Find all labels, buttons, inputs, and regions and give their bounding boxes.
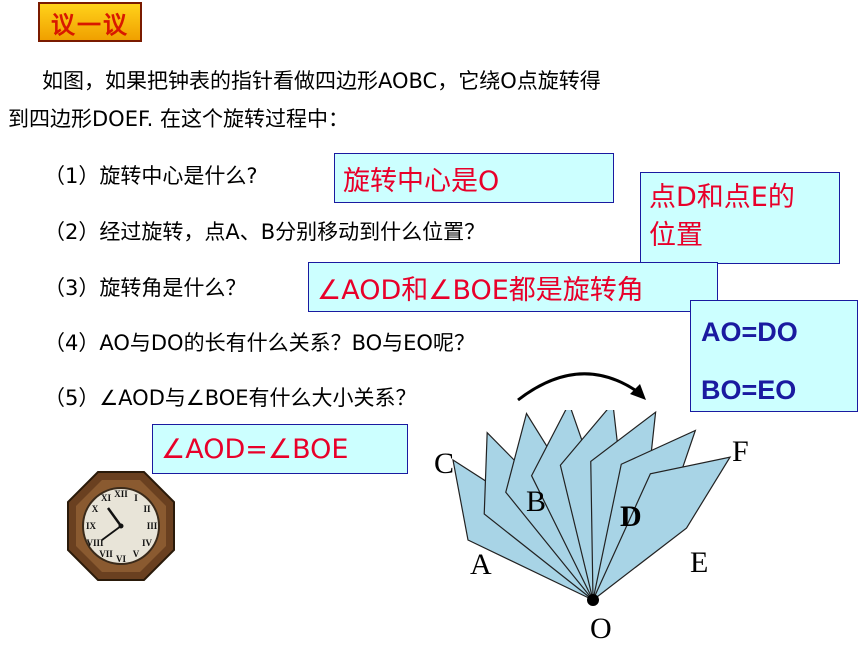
answer-3-text: ∠AOD和∠BOE都是旋转角 bbox=[317, 274, 644, 306]
label-f: F bbox=[732, 435, 749, 468]
question-2: （2）经过旋转，点A、B分别移动到什么位置？ bbox=[44, 220, 486, 244]
answer-5-box: ∠AOD=∠BOE bbox=[152, 424, 408, 474]
answer-4-box: AO=DO BO=EO bbox=[690, 300, 858, 412]
svg-text:VIII: VIII bbox=[86, 538, 104, 548]
answer-3-box: ∠AOD和∠BOE都是旋转角 bbox=[308, 262, 718, 312]
section-title: 议一议 bbox=[38, 2, 142, 42]
question-3: （3）旋转角是什么？ bbox=[44, 276, 247, 300]
svg-text:I: I bbox=[134, 493, 138, 503]
label-e: E bbox=[690, 546, 709, 579]
answer-1-box: 旋转中心是O bbox=[334, 153, 614, 203]
answer-2-box: 点D和点E的 位置 bbox=[640, 172, 840, 264]
center-point-o bbox=[587, 594, 599, 606]
fan-quadrilateral bbox=[592, 456, 732, 601]
svg-text:V: V bbox=[133, 549, 140, 559]
svg-text:XII: XII bbox=[114, 489, 128, 499]
label-b: B bbox=[526, 485, 547, 518]
intro-line-1: 如图，如果把钟表的指针看做四边形AOBC，它绕O点旋转得 bbox=[42, 69, 601, 93]
clock-icon: XII I II III IV V VI VII VIII IX X XI bbox=[67, 471, 175, 581]
svg-text:VII: VII bbox=[99, 549, 113, 559]
answer-4-line-2: BO=EO bbox=[701, 375, 797, 405]
label-a: A bbox=[470, 548, 492, 581]
question-4: （4）AO与DO的长有什么关系？BO与EO呢？ bbox=[44, 331, 475, 355]
question-1: （1）旋转中心是什么? bbox=[44, 164, 258, 188]
label-o: O bbox=[590, 612, 612, 645]
answer-2-line-2: 位置 bbox=[649, 220, 703, 251]
svg-text:X: X bbox=[92, 504, 99, 514]
rotation-arrow-icon bbox=[517, 372, 646, 402]
answer-5-text: ∠AOD=∠BOE bbox=[161, 433, 349, 465]
svg-text:IV: IV bbox=[142, 538, 153, 548]
label-c: C bbox=[434, 447, 455, 480]
answer-2-line-1: 点D和点E的 bbox=[649, 182, 795, 213]
intro-paragraph: 如图，如果把钟表的指针看做四边形AOBC，它绕O点旋转得 到四边形DOEF. 在… bbox=[8, 62, 828, 138]
svg-text:III: III bbox=[147, 521, 158, 531]
svg-text:XI: XI bbox=[101, 493, 111, 503]
intro-line-2: 到四边形DOEF. 在这个旋转过程中： bbox=[8, 107, 350, 131]
svg-text:VI: VI bbox=[116, 554, 126, 564]
answer-4-line-1: AO=DO bbox=[701, 317, 798, 347]
rotation-fan-diagram bbox=[452, 410, 732, 606]
question-5: （5）∠AOD与∠BOE有什么大小关系？ bbox=[44, 386, 417, 410]
label-d: D bbox=[620, 500, 642, 533]
svg-text:IX: IX bbox=[86, 521, 97, 531]
answer-1-text: 旋转中心是O bbox=[343, 165, 500, 197]
svg-text:II: II bbox=[143, 504, 151, 514]
